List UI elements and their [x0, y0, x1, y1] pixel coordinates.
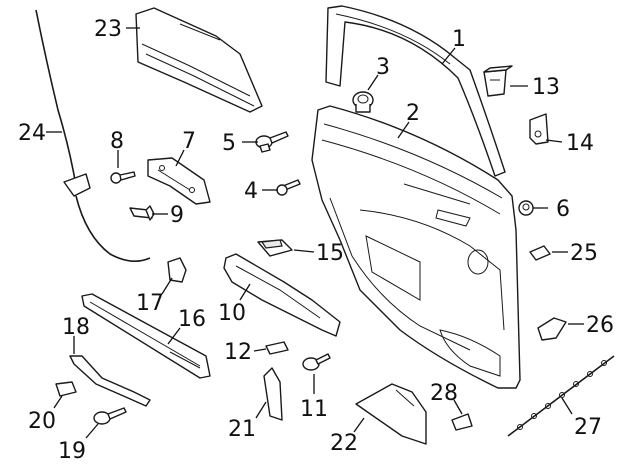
callout-9: 9: [170, 203, 184, 228]
callout-labels: 1 2 3 4 5 6 7 8 9 10 11 12 13 14 15 16 1…: [18, 17, 614, 464]
callout-13: 13: [532, 75, 560, 100]
part-7-bracket: [147, 157, 211, 205]
callout-5: 5: [222, 131, 236, 156]
callout-2: 2: [406, 101, 420, 126]
part-8-screw: [110, 171, 136, 184]
leader-19: [85, 423, 99, 439]
callout-12: 12: [224, 340, 252, 365]
callout-1: 1: [452, 27, 466, 52]
part-9-clip: [129, 205, 155, 221]
callout-11: 11: [300, 397, 328, 422]
leader-3: [367, 74, 379, 91]
part-28-pad: [451, 413, 473, 431]
callout-26: 26: [586, 313, 614, 338]
part-11-screw: [302, 353, 331, 371]
part-17-clip: [167, 257, 187, 283]
part-6-grommet: [518, 200, 534, 216]
leader-20: [53, 395, 63, 409]
part-4-screw: [276, 179, 301, 196]
part-24-cable: [35, 9, 151, 262]
part-16-trim-strip: [81, 293, 211, 379]
part-1-frame-seal: [325, 5, 506, 177]
leader-28: [453, 399, 463, 415]
part-12-clip: [265, 341, 289, 355]
callout-18: 18: [62, 315, 90, 340]
part-26-pad: [537, 317, 567, 341]
leader-lines: [46, 27, 584, 439]
leader-15: [293, 249, 315, 253]
leader-12: [253, 348, 267, 352]
part-5-screw: [255, 131, 289, 153]
leader-22: [353, 417, 365, 433]
leader-2: [397, 121, 410, 139]
leader-10: [239, 283, 251, 301]
callout-8: 8: [110, 129, 124, 154]
callout-25: 25: [570, 241, 598, 266]
leader-7: [175, 149, 185, 167]
part-2-door-trim-panel: [311, 105, 521, 389]
part-13-retainer: [483, 65, 513, 97]
part-10-armrest-trim: [223, 253, 341, 337]
leader-27: [561, 397, 573, 415]
part-23-insulator: [135, 7, 263, 113]
callout-28: 28: [430, 381, 458, 406]
leader-21: [255, 401, 267, 419]
callout-24: 24: [18, 121, 46, 146]
part-14-bracket: [529, 113, 549, 145]
callout-21: 21: [228, 417, 256, 442]
callout-10: 10: [218, 301, 246, 326]
part-19-screw: [93, 407, 127, 425]
part-20-pad: [55, 381, 77, 397]
leader-17: [161, 277, 173, 295]
callout-6: 6: [556, 197, 570, 222]
callout-27: 27: [574, 415, 602, 440]
leader-14: [545, 139, 563, 143]
part-27-strip: [507, 355, 615, 437]
callout-20: 20: [28, 409, 56, 434]
leader-1: [441, 47, 456, 65]
callout-19: 19: [58, 439, 86, 464]
callout-17: 17: [136, 291, 164, 316]
callout-16: 16: [178, 307, 206, 332]
callout-3: 3: [376, 55, 390, 80]
part-15-clip: [257, 239, 293, 257]
leader-16: [167, 327, 181, 345]
part-25-pad: [529, 245, 551, 261]
callout-22: 22: [330, 431, 358, 456]
part-18-bracket-arm: [69, 355, 151, 407]
part-3-clip: [352, 91, 374, 113]
callout-23: 23: [94, 17, 122, 42]
callout-14: 14: [566, 131, 594, 156]
callout-15: 15: [316, 241, 344, 266]
callout-4: 4: [244, 179, 258, 204]
part-21-cover: [263, 367, 283, 421]
callout-7: 7: [182, 129, 196, 154]
part-22-panel: [355, 383, 427, 445]
